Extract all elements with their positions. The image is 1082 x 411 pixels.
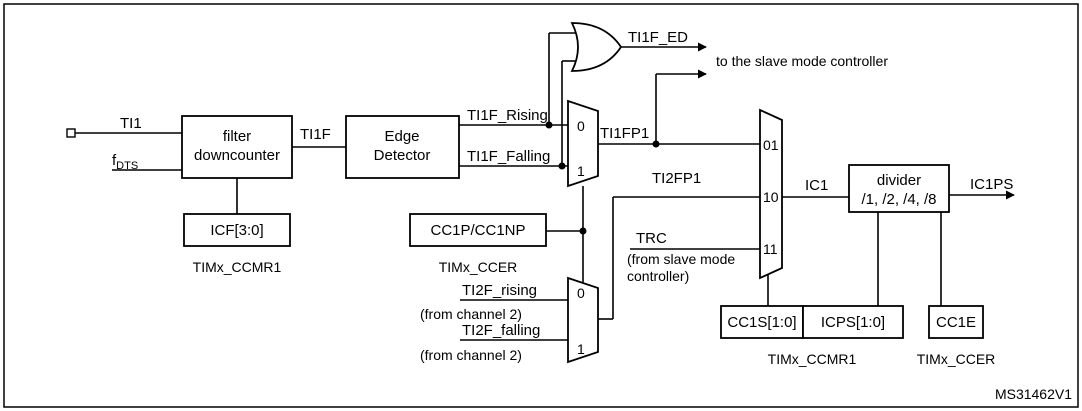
- ti2f-falling-label: TI2F_falling: [462, 322, 540, 339]
- ti1fp1-label: TI1FP1: [600, 125, 649, 142]
- mux2-input-1: 1: [577, 341, 585, 357]
- icps-register-block: ICPS[1:0]: [802, 305, 904, 339]
- diagram-frame: [3, 3, 1079, 408]
- timx-ccmr1-left: TIMx_CCMR1: [193, 259, 282, 275]
- fdts-main: f: [112, 152, 117, 169]
- fdts-label: fDTS: [112, 152, 138, 172]
- icf-label: ICF[3:0]: [210, 222, 263, 239]
- divider-block: divider /1, /2, /4, /8: [848, 164, 950, 213]
- mux1-input-0: 0: [577, 118, 585, 134]
- divider-label-2: /1, /2, /4, /8: [861, 191, 936, 208]
- timx-ccer-mid: TIMx_CCER: [439, 259, 518, 275]
- edge-detector-label-1: Edge: [384, 128, 419, 145]
- cc1p-register-block: CC1P/CC1NP: [409, 213, 547, 247]
- ti1f-label: TI1F: [300, 126, 331, 143]
- cc1p-label: CC1P/CC1NP: [430, 222, 525, 239]
- edge-detector-label-2: Detector: [374, 147, 431, 164]
- divider-label-1: divider: [877, 172, 921, 189]
- or-gate: [570, 22, 623, 72]
- ti1f-rising-label: TI1F_Rising: [467, 107, 548, 124]
- timx-ccer-right: TIMx_CCER: [917, 351, 996, 367]
- wires: [74, 32, 1015, 341]
- ic1-label: IC1: [805, 177, 828, 194]
- cc1s-register-block: CC1S[1:0]: [720, 305, 804, 339]
- ti1-label: TI1: [120, 115, 142, 132]
- trc-note-1: (from slave mode: [627, 251, 735, 267]
- edge-select-mux: 0 1: [567, 99, 599, 188]
- fdts-sub: DTS: [116, 160, 138, 172]
- figure-id: MS31462V1: [995, 386, 1072, 402]
- mux3-input-01: 01: [763, 137, 779, 153]
- ti2fp1-label: TI2FP1: [652, 170, 701, 187]
- trc-label: TRC: [636, 230, 667, 247]
- ti2f-rising-label: TI2F_rising: [462, 282, 537, 299]
- cc1s-label: CC1S[1:0]: [727, 314, 796, 331]
- trc-note-2: controller): [627, 268, 689, 284]
- icps-label: ICPS[1:0]: [821, 314, 885, 331]
- mux3-input-10: 10: [763, 189, 779, 205]
- ic1ps-label: IC1PS: [970, 176, 1013, 193]
- mux1-input-1: 1: [577, 163, 585, 179]
- mux3-input-11: 11: [763, 241, 778, 257]
- edge-detector-block: Edge Detector: [345, 115, 460, 179]
- icf-register-block: ICF[3:0]: [183, 213, 291, 247]
- slave-mode-controller-label: to the slave mode controller: [716, 53, 888, 69]
- capture-source-mux: 01 10 11: [759, 108, 783, 280]
- mux2-input-0: 0: [577, 285, 585, 301]
- junctions: [545, 121, 660, 235]
- filter-label-1: filter: [223, 128, 251, 145]
- cc1e-label: CC1E: [936, 314, 976, 331]
- ti1-pin: [66, 128, 76, 138]
- timx-ccmr1-right: TIMx_CCMR1: [768, 351, 857, 367]
- ti2-edge-select-mux: 0 1: [567, 276, 599, 364]
- ti1f-ed-label: TI1F_ED: [628, 29, 688, 46]
- filter-downcounter-block: filter downcounter: [181, 115, 293, 179]
- ti1f-falling-label: TI1F_Falling: [467, 148, 550, 165]
- filter-label-2: downcounter: [194, 147, 280, 164]
- from-channel-2-a: (from channel 2): [420, 306, 522, 322]
- from-channel-2-b: (from channel 2): [420, 347, 522, 363]
- cc1e-register-block: CC1E: [928, 305, 984, 339]
